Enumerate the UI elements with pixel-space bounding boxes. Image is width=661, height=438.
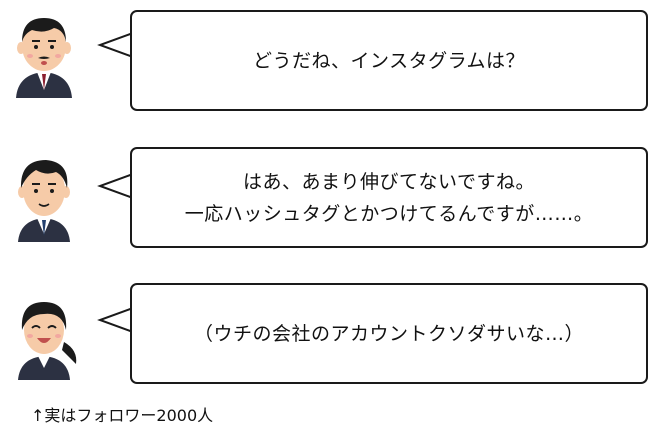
dialogue-line: はあ、あまり伸びてないですね。 [243, 170, 535, 193]
speech-bubble-tail [97, 173, 134, 199]
speech-bubble: （ウチの会社のアカウントクソダサいな…） [130, 283, 648, 384]
boss-man-avatar [16, 18, 72, 98]
speech-bubble: どうだね、インスタグラムは？ [130, 10, 648, 111]
caption: ↑実はフォロワー2000人 [31, 406, 214, 425]
dialogue-line: （ウチの会社のアカウントクソダサいな…） [193, 322, 584, 345]
young-man-avatar [18, 160, 70, 242]
dialogue-line: どうだね、インスタグラムは？ [252, 49, 526, 72]
dialogue-line: 一応ハッシュタグとかつけてるんですが……。 [184, 202, 594, 225]
speech-bubble-tail [97, 307, 134, 333]
speech-bubble-tail [97, 32, 134, 58]
young-woman-avatar [18, 302, 77, 380]
speech-bubble: はあ、あまり伸びてないですね。 一応ハッシュタグとかつけてるんですが……。 [130, 147, 648, 248]
